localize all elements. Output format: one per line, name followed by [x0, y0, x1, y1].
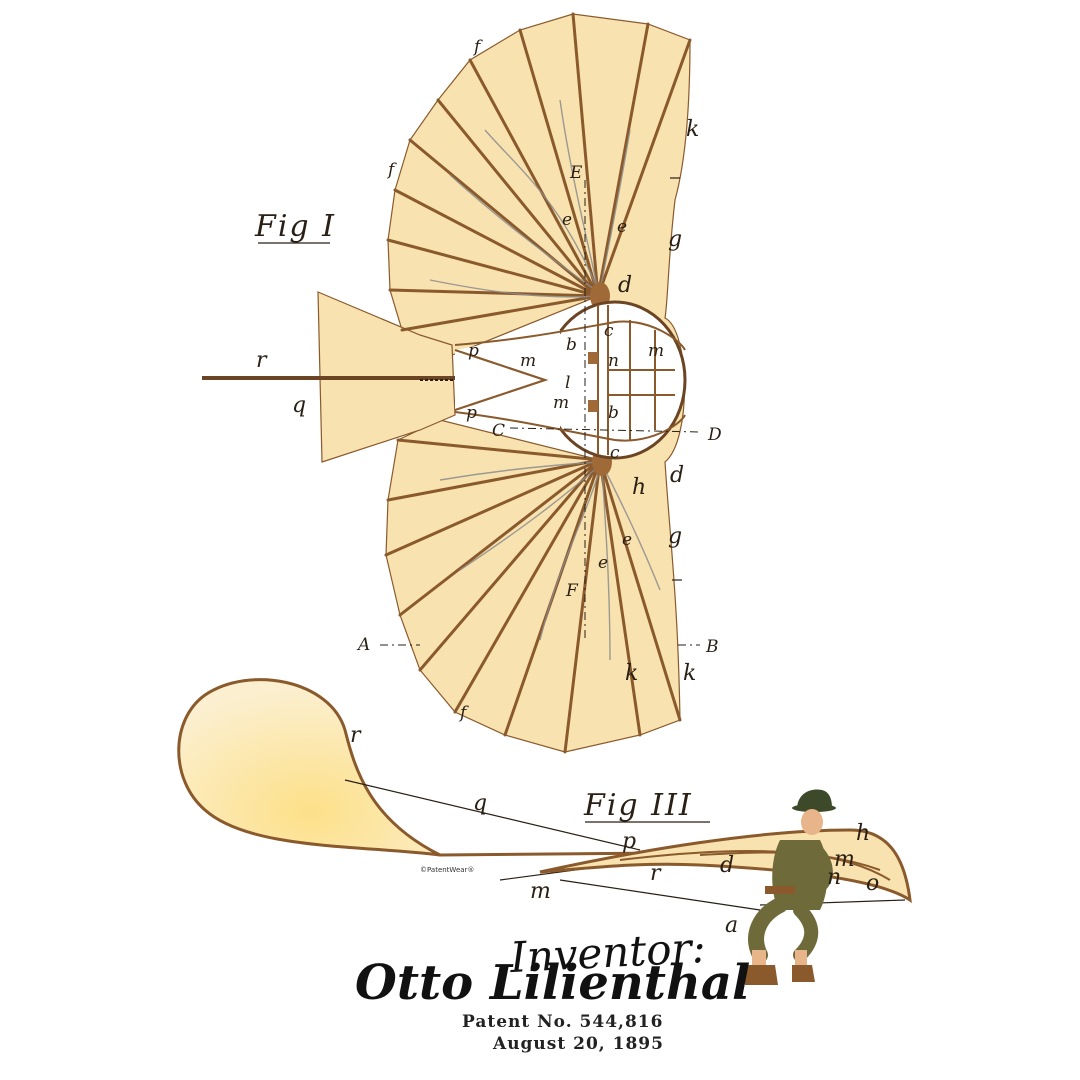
- copyright-mark: ©PatentWear®: [420, 866, 475, 874]
- label-d-bottom: d: [670, 463, 684, 488]
- hand-grip-lower: [588, 400, 598, 412]
- pilot-figure: [745, 789, 836, 985]
- pilot-frame-opening: [455, 330, 560, 430]
- fig1-glider-plan-view: Fig I f f f k k k E e e e e g g d d c c …: [202, 12, 722, 754]
- label-h-fig1: h: [632, 475, 646, 500]
- label-m-fig3: m: [530, 879, 551, 904]
- label-e-3: e: [622, 530, 632, 550]
- label-d-fig3: d: [720, 853, 734, 878]
- label-q-fig3: q: [473, 791, 487, 816]
- label-c-bottom: c: [610, 443, 620, 463]
- upper-ribs: [386, 12, 692, 332]
- fig3-title: Fig III: [583, 788, 693, 823]
- patent-number: Patent No. 544,816: [462, 1012, 664, 1032]
- label-n-fig3: n: [827, 865, 841, 890]
- label-m-wing-fig3: m: [834, 847, 855, 872]
- label-g-bottom: g: [668, 524, 682, 549]
- label-f-left: f: [386, 160, 397, 180]
- wire-q: [344, 779, 641, 851]
- label-r-bag: r: [350, 723, 362, 748]
- label-m-lower: m: [553, 393, 569, 413]
- label-m-left: m: [520, 351, 536, 371]
- label-p-top: p: [468, 341, 479, 361]
- label-c-top: c: [604, 321, 614, 341]
- wire-bottom: [559, 879, 761, 911]
- inventor-signature: Otto Lilienthal: [355, 955, 751, 1011]
- label-q-fig1: q: [292, 393, 306, 418]
- fig3-glider-side-view: Fig III r q p r m d a h m n o: [177, 678, 912, 985]
- section-line-C-D: [509, 427, 701, 433]
- label-f-top: f: [472, 37, 483, 57]
- label-m-right: m: [648, 341, 664, 361]
- label-h-fig3: h: [856, 821, 870, 846]
- label-b-top: b: [566, 335, 577, 355]
- hand-grip-upper: [588, 352, 598, 364]
- label-A: A: [356, 635, 370, 655]
- label-n: n: [608, 351, 619, 371]
- label-d-top: d: [618, 273, 632, 298]
- label-e-4: e: [598, 553, 608, 573]
- label-D: D: [707, 425, 722, 445]
- label-k-bottom-right: k: [683, 661, 696, 686]
- label-e-2: e: [617, 217, 627, 237]
- patent-date: August 20, 1895: [493, 1034, 664, 1054]
- label-E: E: [569, 163, 583, 183]
- fig1-title: Fig I: [254, 209, 336, 244]
- label-l: l: [565, 373, 570, 393]
- label-b-bottom: b: [608, 403, 619, 423]
- label-a-fig3: a: [725, 913, 738, 938]
- bracing-wires: [429, 99, 661, 661]
- label-p-bottom: p: [466, 403, 477, 423]
- label-B: B: [705, 637, 719, 657]
- label-g-top: g: [668, 227, 682, 252]
- label-k-top: k: [686, 117, 699, 142]
- label-r-fig1: r: [256, 348, 268, 373]
- lower-ribs: [384, 438, 682, 754]
- label-f-bottom: f: [458, 703, 469, 723]
- label-p-fig3: p: [622, 829, 636, 854]
- label-F: F: [565, 581, 579, 601]
- label-e-1: e: [562, 210, 572, 230]
- tail-bag: [177, 678, 441, 857]
- label-o-fig3: o: [866, 871, 879, 896]
- label-k-bottom-left: k: [625, 661, 638, 686]
- label-r-fig3: r: [650, 861, 662, 886]
- label-C: C: [492, 421, 505, 441]
